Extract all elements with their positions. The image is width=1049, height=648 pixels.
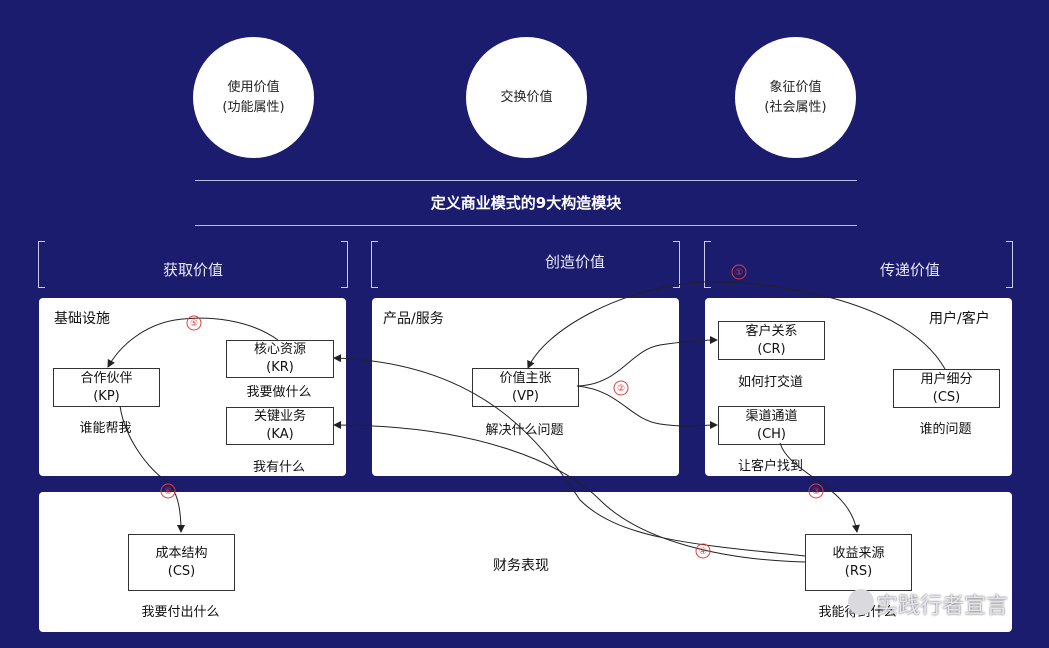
use-value-sub: (功能属性) xyxy=(222,99,285,115)
bracket-deliver-right xyxy=(1006,241,1013,288)
arrow-kr-to-kp xyxy=(107,317,279,368)
block-cs-customer-name: 用户细分 xyxy=(920,371,973,387)
block-cs-cost-name: 成本结构 xyxy=(155,545,208,561)
bracket-create-left xyxy=(371,241,378,288)
title-bottom-rule xyxy=(195,225,857,226)
step-label-5: ⑤ xyxy=(190,319,198,329)
step-marker-2 xyxy=(613,380,629,396)
section-get-value: 获取价值 xyxy=(162,261,223,279)
section-deliver-value: 传递价值 xyxy=(879,261,940,279)
section-create-value: 创造价值 xyxy=(544,253,605,271)
bracket-get-right xyxy=(341,241,348,288)
exchange-value-circle: 交换价值 xyxy=(466,37,587,158)
block-kp: 合作伙伴 (KP) xyxy=(53,368,160,407)
arrow-ch-to-rs xyxy=(779,442,860,533)
block-cs-customer-caption: 谁的问题 xyxy=(919,422,972,437)
step-label-4: ④ xyxy=(699,547,707,557)
block-ch-code: (CH) xyxy=(757,426,786,442)
product-service-title: 产品/服务 xyxy=(383,311,444,327)
arrow-vp-to-ch xyxy=(576,385,718,430)
block-kp-code: (KP) xyxy=(93,388,120,404)
bracket-create-right xyxy=(673,241,680,288)
finance-title: 财务表现 xyxy=(493,558,549,574)
wechat-icon xyxy=(848,589,874,615)
block-rs-name: 收益来源 xyxy=(832,545,885,561)
step-marker-1 xyxy=(731,264,747,280)
block-kr-caption: 我要做什么 xyxy=(246,385,312,400)
step-label-1: ① xyxy=(735,268,743,278)
block-kp-caption: 谁能帮我 xyxy=(79,421,132,436)
block-vp-name: 价值主张 xyxy=(499,370,552,386)
step-label-6: ⑥ xyxy=(164,487,172,497)
title-top-rule xyxy=(195,180,857,181)
bracket-deliver-left xyxy=(704,241,711,288)
block-cr-code: (CR) xyxy=(757,341,786,357)
diagram-title: 定义商业模式的9大构造模块 xyxy=(430,194,622,212)
block-cs-customer-code: (CS) xyxy=(932,389,961,405)
block-kr-code: (KR) xyxy=(266,360,294,375)
block-cr: 客户关系 (CR) xyxy=(718,321,825,360)
block-cr-caption: 如何打交道 xyxy=(737,375,803,390)
step-marker-4 xyxy=(695,543,711,559)
block-ch: 渠道通道 (CH) xyxy=(718,406,825,445)
arrow-cs-to-vp xyxy=(527,281,946,370)
step-marker-3 xyxy=(808,483,824,499)
customer-title: 用户/客户 xyxy=(929,311,990,327)
symbol-value-circle: 象征价值 (社会属性) xyxy=(735,37,856,158)
arrow-vp-to-cr xyxy=(576,336,718,387)
step-label-3: ③ xyxy=(812,487,820,497)
block-cs-cost-code: (CS) xyxy=(167,563,196,579)
block-ka: 关键业务 (KA) xyxy=(226,407,334,445)
block-kp-name: 合作伙伴 xyxy=(80,370,133,386)
block-rs: 收益来源 (RS) xyxy=(805,534,912,591)
block-ch-name: 渠道通道 xyxy=(745,408,798,424)
arrow-rs-to-ka xyxy=(333,421,806,563)
infrastructure-title: 基础设施 xyxy=(54,311,110,327)
block-ka-code: (KA) xyxy=(266,427,294,442)
block-cr-name: 客户关系 xyxy=(745,323,798,339)
arrow-rs-to-kr xyxy=(333,354,806,557)
block-cs-cost-caption: 我要付出什么 xyxy=(141,605,220,620)
block-ka-name: 关键业务 xyxy=(253,409,306,424)
exchange-value-label: 交换价值 xyxy=(500,89,553,105)
symbol-value-label: 象征价值 xyxy=(769,79,822,95)
arrow-kp-to-cost xyxy=(119,405,185,533)
block-vp: 价值主张 (VP) xyxy=(472,368,579,407)
bracket-get-left xyxy=(38,241,45,288)
block-cs-customer: 用户细分 (CS) xyxy=(893,369,1000,408)
block-rs-code: (RS) xyxy=(844,563,873,579)
block-kr: 核心资源 (KR) xyxy=(226,340,334,378)
block-cs-cost: 成本结构 (CS) xyxy=(128,534,235,591)
use-value-circle: 使用价值 (功能属性) xyxy=(193,37,314,158)
step-label-2: ② xyxy=(617,384,625,394)
block-kr-name: 核心资源 xyxy=(253,342,306,357)
block-vp-code: (VP) xyxy=(512,388,539,404)
block-ch-caption: 让客户找到 xyxy=(737,459,803,474)
watermark: 实践行者宣言 xyxy=(876,594,1009,619)
use-value-label: 使用价值 xyxy=(227,79,280,95)
symbol-value-sub: (社会属性) xyxy=(764,99,827,115)
step-marker-6 xyxy=(160,483,176,499)
step-marker-5 xyxy=(186,315,202,331)
block-ka-caption: 我有什么 xyxy=(252,460,305,475)
